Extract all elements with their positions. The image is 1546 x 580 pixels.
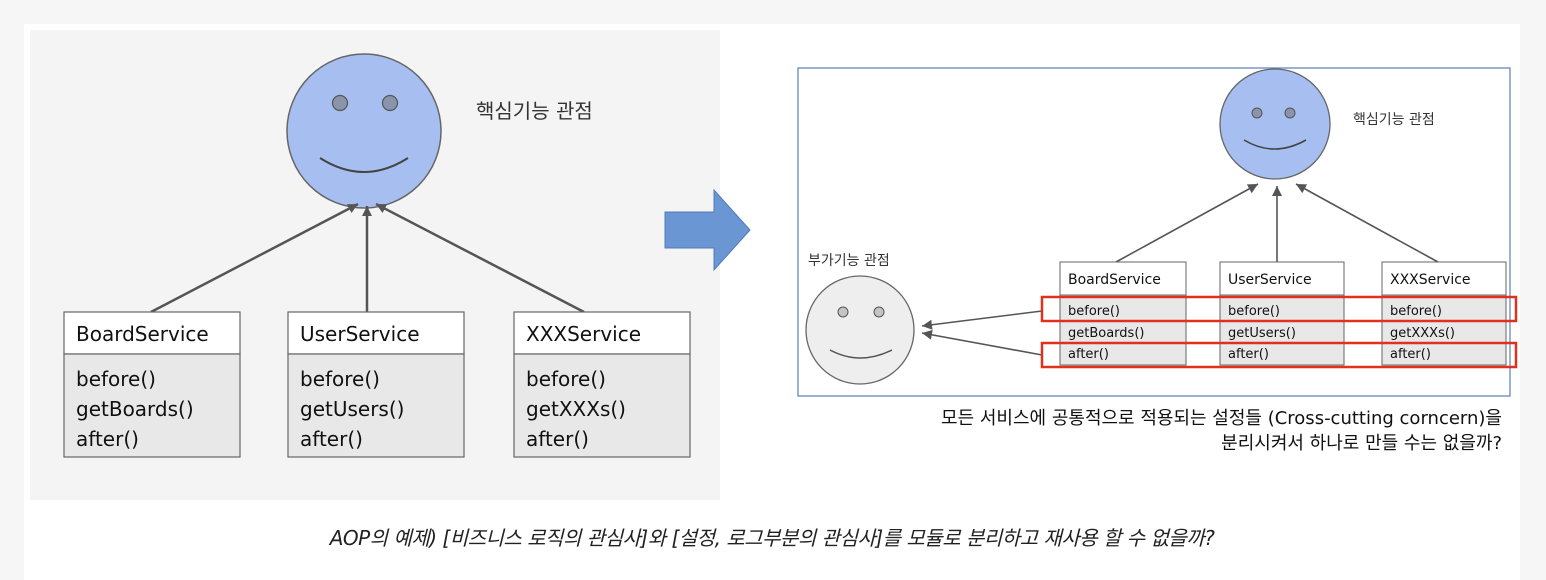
right-xxx-service-box: XXXService before() getXXXs() after(): [1381, 261, 1507, 366]
method-after: after(): [76, 427, 139, 451]
before-highlight-box: [1040, 295, 1518, 323]
method-before: before(): [1390, 304, 1442, 319]
method-main: getXXXs(): [1390, 326, 1455, 341]
after-highlight-box: [1040, 341, 1518, 369]
method-before: before(): [526, 367, 606, 391]
left-core-label: 핵심기능 관점: [476, 99, 593, 123]
method-before: before(): [1068, 304, 1120, 319]
method-main: getBoards(): [76, 397, 194, 421]
service-name: BoardService: [1068, 272, 1161, 288]
right-core-concern-face-icon: [1219, 68, 1331, 180]
arrow-board-to-core: [150, 202, 359, 314]
figure-card: 핵심기능 관점 BoardService before() getBoards(…: [24, 24, 1520, 580]
method-after: after(): [1228, 347, 1269, 362]
method-main: getBoards(): [1068, 326, 1144, 341]
arrow-after-to-additional: [921, 329, 1043, 356]
core-concern-face-icon: [286, 53, 442, 209]
method-after: after(): [1068, 347, 1109, 362]
method-before: before(): [300, 367, 380, 391]
right-arrow-xxx-to-core: [1295, 183, 1439, 263]
service-name: UserService: [1228, 272, 1312, 288]
left-xxx-service-box: XXXService before() getXXXs() after(): [513, 311, 691, 458]
right-arrow-board-to-core: [1115, 183, 1259, 263]
left-user-service-box: UserService before() getUsers() after(): [287, 311, 465, 458]
method-after: after(): [526, 427, 589, 451]
method-after: after(): [1390, 347, 1431, 362]
method-after: after(): [300, 427, 363, 451]
question-line-2: 분리시켜서 하나로 만들 수는 없을까?: [1221, 433, 1502, 454]
method-before: before(): [76, 367, 156, 391]
additional-concern-label: 부가기능 관점: [808, 253, 890, 269]
service-name: UserService: [300, 322, 420, 346]
method-main: getUsers(): [1228, 326, 1296, 341]
left-board-service-box: BoardService before() getBoards() after(…: [63, 311, 241, 458]
right-core-label: 핵심기능 관점: [1353, 112, 1435, 128]
method-main: getUsers(): [300, 397, 404, 421]
arrow-before-to-additional: [921, 310, 1043, 330]
service-name: XXXService: [526, 322, 641, 346]
transition-arrow-icon: [664, 188, 751, 272]
aop-diagram: 핵심기능 관점 BoardService before() getBoards(…: [30, 30, 1518, 500]
method-main: getXXXs(): [526, 397, 626, 421]
arrow-xxx-to-core: [375, 202, 585, 314]
right-user-service-box: UserService before() getUsers() after(): [1219, 261, 1345, 366]
additional-concern-face-icon: [805, 275, 915, 385]
service-name: XXXService: [1390, 272, 1471, 288]
method-before: before(): [1228, 304, 1280, 319]
service-name: BoardService: [76, 322, 209, 346]
figure-caption: AOP의 예제) [비즈니스 로직의 관심사]와 [설정, 로그부분의 관심사]…: [329, 526, 1215, 550]
right-board-service-box: BoardService before() getBoards() after(…: [1059, 261, 1187, 366]
question-line-1: 모든 서비스에 공통적으로 적용되는 설정들 (Cross-cutting co…: [941, 408, 1502, 429]
